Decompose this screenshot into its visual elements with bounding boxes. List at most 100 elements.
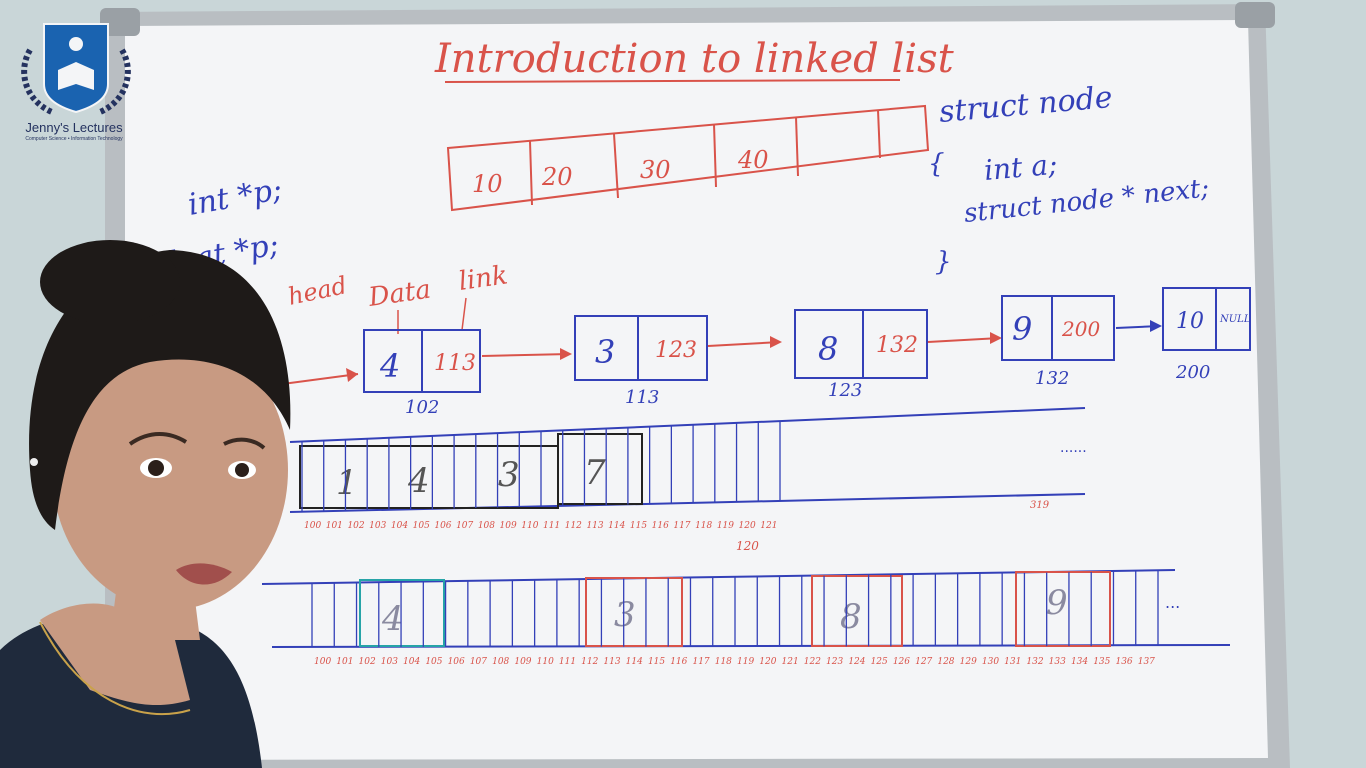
memory-address-label: 133 xyxy=(1049,657,1066,667)
memory-cell-value: 4 xyxy=(407,461,430,501)
memory-address-label: 128 xyxy=(937,657,954,667)
array-diagram xyxy=(446,104,930,212)
memory-address-label: 115 xyxy=(648,657,665,667)
memory-address-label: 109 xyxy=(514,657,531,667)
memory-cell-value: 3 xyxy=(498,455,520,495)
svg-text:NULL: NULL xyxy=(1219,314,1251,325)
memory-cell-value: 1 xyxy=(336,463,358,503)
memory-address-label: 117 xyxy=(692,657,709,667)
memory-address-label: 110 xyxy=(537,657,554,667)
memory-address-label: 134 xyxy=(1071,657,1088,667)
memory-address-label: 127 xyxy=(915,657,932,667)
memory-address-label: 100 xyxy=(314,657,331,667)
memory-note: 120 xyxy=(736,539,759,553)
memory-address-label: 100 xyxy=(304,521,321,531)
memory-address-label: 120 xyxy=(759,657,776,667)
linked-list-node: 4 113 102 xyxy=(363,329,481,418)
channel-tagline: Computer Science • Information Technolog… xyxy=(25,136,123,142)
memory-address-label: 112 xyxy=(565,521,582,531)
svg-text:200: 200 xyxy=(1061,317,1100,341)
channel-name: Jenny's Lectures xyxy=(25,120,123,135)
memory-address-label: 124 xyxy=(848,657,865,667)
instructor xyxy=(0,240,291,768)
memory-address-label: 116 xyxy=(652,521,669,531)
memory-address-label: 123 xyxy=(826,657,843,667)
memory-address-label: 103 xyxy=(369,521,386,531)
svg-text:4: 4 xyxy=(379,347,400,385)
memory-address-label: 107 xyxy=(470,657,487,667)
memory-address-label: 102 xyxy=(359,657,376,667)
memory-address-label: 137 xyxy=(1138,657,1155,667)
memory-address-label: 104 xyxy=(403,657,420,667)
memory-address-label: 108 xyxy=(478,521,495,531)
memory-address-label: 113 xyxy=(586,521,603,531)
memory-address-label: 120 xyxy=(739,521,756,531)
memory-address-label: 121 xyxy=(760,521,777,531)
svg-text:3: 3 xyxy=(595,333,615,371)
memory-address-label: 131 xyxy=(1004,657,1021,667)
memory-address-label: 130 xyxy=(982,657,999,667)
svg-text:113: 113 xyxy=(625,387,659,408)
memory-address-label: 119 xyxy=(717,521,734,531)
memory-address-label: 122 xyxy=(804,657,821,667)
board-title: Introduction to linked list xyxy=(434,36,955,82)
memory-address-label: 114 xyxy=(608,521,625,531)
array-cell: 30 xyxy=(640,156,671,184)
link-label: link xyxy=(457,260,510,297)
memory-address-label: 105 xyxy=(425,657,442,667)
linked-list-node: 8 132 123 xyxy=(794,309,928,401)
memory-cell-value: 8 xyxy=(840,597,862,637)
memory-address-label: 129 xyxy=(960,657,977,667)
memory-address-label: 111 xyxy=(559,657,576,667)
memory-cell-value: 4 xyxy=(381,599,404,639)
svg-text:113: 113 xyxy=(434,351,476,376)
memory-address-label: 119 xyxy=(737,657,754,667)
array-cell: 10 xyxy=(472,170,503,198)
linked-list-node: 3 123 113 xyxy=(574,315,708,408)
svg-text:int a;: int a; xyxy=(983,148,1059,187)
memory-address-label: 110 xyxy=(521,521,538,531)
svg-text:10: 10 xyxy=(1176,309,1204,334)
array-cell: 40 xyxy=(737,146,769,174)
memory-address-label: 117 xyxy=(673,521,690,531)
memory-address-label: 125 xyxy=(871,657,888,667)
memory-address-label: 104 xyxy=(391,521,408,531)
memory-address-label: 101 xyxy=(326,521,343,531)
svg-text:123: 123 xyxy=(828,380,862,401)
memory-end-label: 319 xyxy=(1030,500,1050,511)
svg-text:102: 102 xyxy=(405,397,439,418)
memory-address-label: 116 xyxy=(670,657,687,667)
memory-address-label: 121 xyxy=(782,657,799,667)
svg-text:9: 9 xyxy=(1012,310,1032,348)
memory-address-label: 113 xyxy=(603,657,620,667)
svg-text:8: 8 xyxy=(818,330,838,368)
svg-text:200: 200 xyxy=(1175,362,1210,383)
svg-text:}: } xyxy=(935,247,952,277)
memory-ellipsis: ... xyxy=(1165,593,1180,612)
memory-address-label: 105 xyxy=(413,521,430,531)
memory-address-label: 135 xyxy=(1093,657,1110,667)
memory-address-label: 102 xyxy=(347,521,364,531)
memory-address-label: 106 xyxy=(448,657,465,667)
memory-address-label: 112 xyxy=(581,657,598,667)
linked-list-node: 10 NULL 200 xyxy=(1162,287,1251,383)
memory-cell-value: 7 xyxy=(584,453,606,493)
memory-cell-value: 9 xyxy=(1046,583,1068,623)
linked-list-node: 9 200 132 xyxy=(1001,295,1115,389)
memory-address-label: 108 xyxy=(492,657,509,667)
whiteboard-surface xyxy=(125,20,1268,760)
memory-address-label: 111 xyxy=(543,521,560,531)
array-cell: 20 xyxy=(541,163,573,191)
svg-text:123: 123 xyxy=(655,338,697,363)
memory-address-label: 118 xyxy=(715,657,732,667)
memory-address-label: 132 xyxy=(1026,657,1043,667)
memory-address-label: 107 xyxy=(456,521,473,531)
memory-address-label: 114 xyxy=(626,657,643,667)
memory-address-label: 109 xyxy=(500,521,517,531)
memory-address-label: 115 xyxy=(630,521,647,531)
memory-address-label: 118 xyxy=(695,521,712,531)
memory-address-label: 136 xyxy=(1115,657,1132,667)
